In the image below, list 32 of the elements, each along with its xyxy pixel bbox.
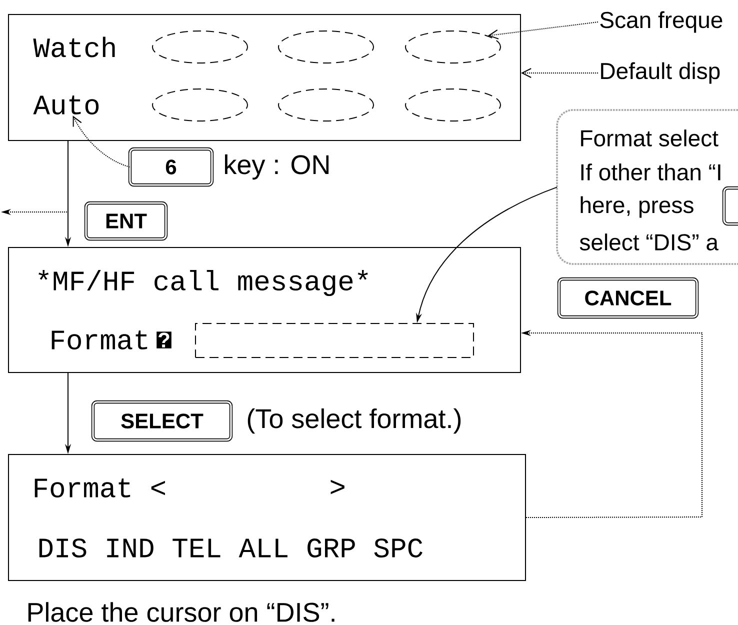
screen-text: Watch (33, 36, 115, 58)
note-text: Format select (581, 130, 718, 146)
screen-text: Auto (33, 96, 99, 114)
field-ellipse (405, 30, 501, 64)
key-button: ENT (84, 201, 168, 241)
leader-line (72, 116, 130, 168)
note-text: select “DIS” a (580, 234, 718, 250)
field-ellipse (278, 30, 374, 64)
screen-text: DIS IND TEL ALL GRP SPC (39, 538, 422, 558)
caption: Place the cursor on “DIS”. (28, 602, 334, 622)
note-text: here, press (580, 196, 694, 218)
screen-text: Format (52, 330, 148, 350)
screen-text: * MF/HF call message * (38, 270, 368, 296)
display-screen (8, 14, 521, 141)
screen-text: Format < (34, 478, 165, 498)
leader-line (488, 22, 598, 40)
field-ellipse (278, 88, 374, 122)
key-button: 6 (128, 147, 214, 187)
note-text: (To select format.) (248, 408, 461, 434)
screen-text: > (330, 480, 344, 494)
key-button: SELECT (91, 400, 233, 442)
field-ellipse (405, 88, 501, 122)
cursor-mark: ? (156, 332, 172, 348)
field-ellipse (152, 88, 248, 122)
field-ellipse (152, 30, 248, 64)
callout-text: Default disp (601, 62, 720, 84)
leader-line (521, 68, 598, 78)
input-field (195, 323, 474, 358)
key-button: CANCEL (557, 277, 699, 319)
note-text: key : ON (225, 154, 329, 180)
callout-text: Scan freque (600, 11, 722, 33)
note-text: If other than “I (581, 164, 720, 180)
